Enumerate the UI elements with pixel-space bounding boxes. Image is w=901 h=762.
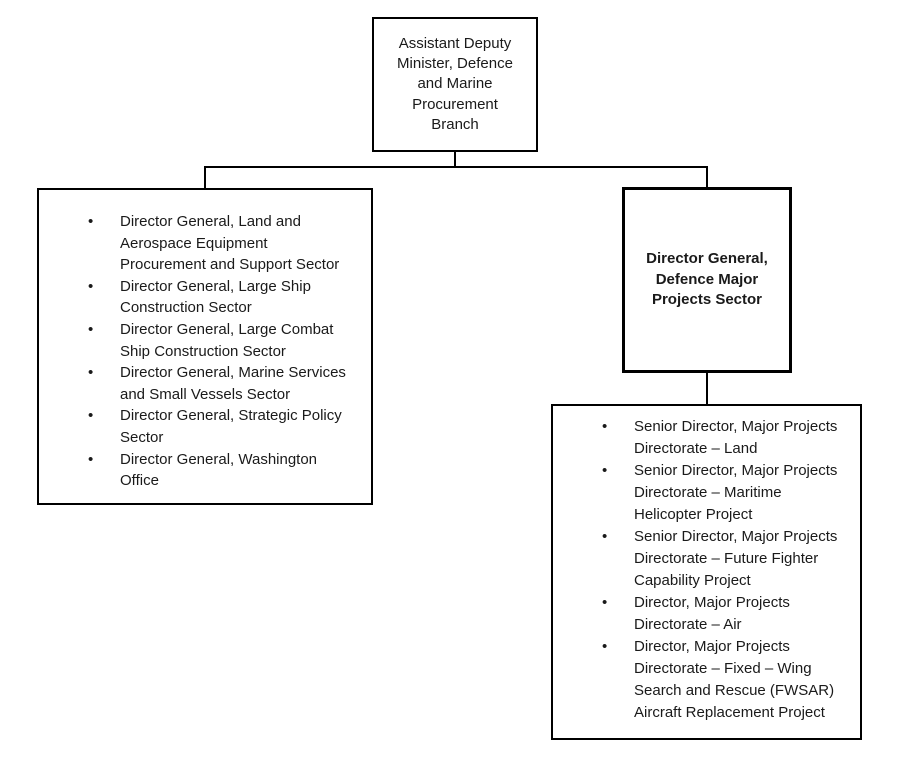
connector-dmps-to-list	[706, 373, 708, 404]
connector-horizontal-bar	[204, 166, 708, 168]
list-item: • Director General, Large Combat Ship Co…	[88, 319, 351, 362]
org-node-label: Director General, Defence Major Projects…	[646, 250, 768, 309]
list-item-label: Director General, Large Ship Constructio…	[120, 277, 311, 317]
list-item-label: Director General, Marine Services and Sm…	[120, 364, 346, 403]
bullet-icon: •	[88, 213, 94, 230]
list-item: • Director General, Marine Services and …	[88, 362, 351, 405]
connector-right-drop	[706, 166, 708, 187]
bullet-icon: •	[88, 364, 94, 382]
org-node-dg-defence-major-projects: Director General, Defence Major Projects…	[622, 187, 792, 373]
list-item: • Director General, Large Ship Construct…	[88, 276, 351, 319]
major-projects-bullet-list: • Senior Director, Major Projects Direct…	[553, 406, 860, 724]
org-node-director-generals-list: • Director General, Land and Aerospace E…	[37, 188, 373, 505]
bullet-icon: •	[602, 638, 608, 655]
list-item-label: Senior Director, Major Projects Director…	[634, 418, 838, 457]
bullet-icon: •	[88, 320, 94, 338]
connector-left-drop	[204, 166, 206, 188]
list-item-label: Senior Director, Major Projects Director…	[634, 528, 838, 589]
bullet-icon: •	[602, 418, 608, 435]
list-item: • Senior Director, Major Projects Direct…	[602, 526, 853, 592]
bullet-icon: •	[602, 528, 608, 545]
list-item-label: Director General, Land and Aerospace Equ…	[120, 213, 340, 274]
bullet-icon: •	[88, 277, 94, 295]
list-item: • Director General, Land and Aerospace E…	[88, 211, 351, 276]
list-item-label: Director General, Large Combat Ship Cons…	[120, 320, 334, 360]
list-item-label: Director General, Strategic Policy Secto…	[120, 407, 342, 446]
org-node-label: Assistant Deputy Minister, Defence and M…	[397, 34, 513, 133]
list-item: • Director, Major Projects Directorate –…	[602, 592, 853, 636]
bullet-icon: •	[602, 594, 608, 611]
org-node-major-projects-directors-list: • Senior Director, Major Projects Direct…	[551, 404, 862, 740]
list-item-label: Senior Director, Major Projects Director…	[634, 462, 838, 523]
bullet-icon: •	[88, 450, 94, 468]
list-item: • Senior Director, Major Projects Direct…	[602, 416, 853, 460]
list-item-label: Director, Major Projects Directorate – A…	[634, 594, 790, 633]
list-item-label: Director, Major Projects Directorate – F…	[634, 638, 835, 721]
list-item: • Director General, Strategic Policy Sec…	[88, 405, 351, 448]
director-generals-bullet-list: • Director General, Land and Aerospace E…	[39, 190, 371, 492]
org-node-assistant-deputy-minister: Assistant Deputy Minister, Defence and M…	[372, 17, 538, 152]
connector-root-stub	[454, 152, 456, 167]
list-item: • Director, Major Projects Directorate –…	[602, 636, 853, 724]
list-item: • Senior Director, Major Projects Direct…	[602, 460, 853, 526]
bullet-icon: •	[88, 407, 94, 425]
bullet-icon: •	[602, 462, 608, 479]
list-item: • Director General, Washington Office	[88, 449, 351, 492]
list-item-label: Director General, Washington Office	[120, 450, 318, 490]
